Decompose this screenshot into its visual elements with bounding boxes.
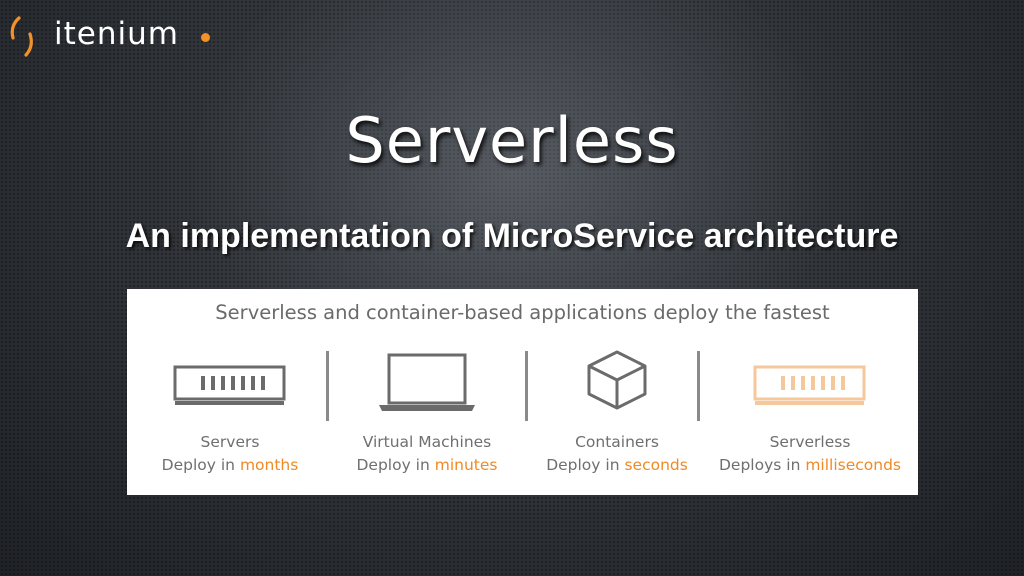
cube-icon: [587, 350, 647, 410]
column-deploy-text: Deploys in milliseconds: [718, 456, 902, 474]
itenium-logo: itenium: [8, 14, 210, 58]
deploy-speed: months: [239, 456, 299, 474]
column-name: Containers: [575, 433, 659, 451]
logo-text: itenium: [54, 16, 179, 52]
slide-subtitle: An implementation of MicroService archit…: [125, 217, 899, 255]
column-containers: Containers Deploy in seconds: [522, 349, 712, 477]
column-deploy-text: Deploy in months: [161, 456, 299, 474]
column-serverless: Serverless Deploys in milliseconds: [715, 349, 905, 477]
column-divider: [326, 351, 329, 421]
server-rack-icon: [173, 365, 286, 405]
deploy-speed: milliseconds: [805, 456, 902, 474]
deploy-speed: seconds: [624, 456, 688, 474]
column-name: Virtual Machines: [362, 433, 492, 451]
column-servers: Servers Deploy in months: [135, 349, 325, 477]
serverless-rack-icon: [753, 365, 866, 405]
column-deploy-text: Deploy in minutes: [356, 456, 498, 474]
logo-dot-icon: [200, 32, 210, 42]
column-name: Servers: [200, 433, 260, 451]
column-name: Serverless: [769, 433, 851, 451]
column-virtual-machines: Virtual Machines Deploy in minutes: [332, 349, 522, 477]
deploy-speed: minutes: [434, 456, 498, 474]
deployment-comparison-panel: Serverless and container-based applicati…: [127, 289, 918, 495]
laptop-icon: [379, 353, 475, 411]
column-divider: [697, 351, 700, 421]
logo-bracket-icon: [10, 16, 33, 57]
slide-title: Serverless: [345, 104, 679, 177]
panel-heading: Serverless and container-based applicati…: [215, 301, 830, 324]
column-deploy-text: Deploy in seconds: [546, 456, 688, 474]
column-divider: [525, 351, 528, 421]
